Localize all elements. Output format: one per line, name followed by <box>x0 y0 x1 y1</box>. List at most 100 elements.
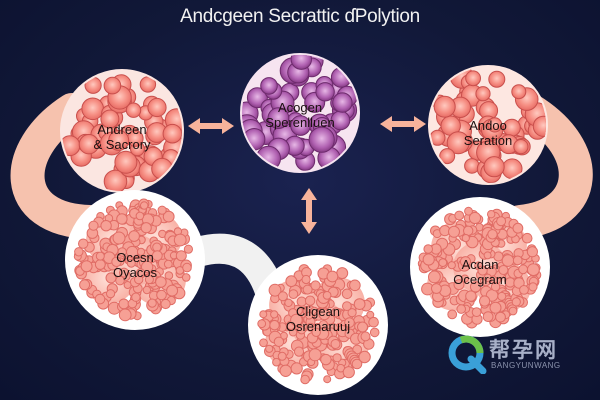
cell-shape <box>320 353 332 366</box>
cell-shape <box>78 238 89 249</box>
watermark-subtext: BANGYUNWANG <box>491 361 561 370</box>
cell-shape <box>78 134 100 155</box>
cell-shape <box>422 253 435 266</box>
cell-shape <box>94 293 106 305</box>
cell-shape <box>270 310 279 319</box>
cell-shape <box>114 150 138 174</box>
cell-shape <box>285 275 298 288</box>
cell-shape <box>126 258 136 268</box>
cell-shape <box>433 95 456 118</box>
cell-shape <box>182 262 192 273</box>
cell-shape <box>453 279 465 291</box>
cell-shape <box>357 321 368 333</box>
cell-shape <box>279 364 292 377</box>
cell-shape <box>526 246 539 258</box>
cell-shape <box>95 251 105 261</box>
cell-shape <box>460 256 471 268</box>
cell-shape <box>144 275 154 285</box>
cell-shape <box>100 109 120 129</box>
cell-shape <box>483 251 492 260</box>
cell-shape <box>475 86 491 102</box>
cell-shape <box>156 289 167 301</box>
cell-shape <box>112 231 126 245</box>
cell-shape <box>446 131 470 155</box>
cell-shape <box>488 70 506 88</box>
cell-shape <box>157 205 167 215</box>
cell-shape <box>126 130 144 147</box>
cell-shape <box>464 206 473 216</box>
cell-shape <box>512 255 523 266</box>
cell-shape <box>332 353 342 363</box>
cell-shape <box>259 310 268 319</box>
cell-shape <box>118 308 132 322</box>
connector-right <box>503 93 593 239</box>
cell-shape <box>268 283 282 297</box>
cell-shape <box>461 234 470 243</box>
cell-shape <box>358 350 371 364</box>
cell-shape <box>115 275 125 286</box>
cell-shape <box>483 156 505 178</box>
cell-shape <box>103 169 128 191</box>
cell-shape <box>428 270 441 284</box>
cell-shape <box>131 292 141 302</box>
cell-shape <box>136 268 145 278</box>
cell-shape <box>103 76 122 95</box>
cell-shape <box>288 289 299 300</box>
cell-shape <box>353 298 366 311</box>
cell-shape <box>460 274 469 283</box>
cell-shape <box>162 123 182 144</box>
cell-shape <box>311 327 321 337</box>
cell-shape <box>513 139 529 155</box>
q-logo-icon <box>448 335 487 375</box>
cell-shape <box>456 304 467 314</box>
cell-shape <box>155 276 167 288</box>
cell-shape <box>277 291 288 302</box>
cell-shape <box>277 351 287 361</box>
cell-shape <box>322 291 332 300</box>
cell-shape <box>512 222 524 234</box>
cell-shape <box>323 375 332 384</box>
cell-shape <box>447 261 456 270</box>
cell-shape <box>164 271 174 280</box>
diagram-title: Andcgeen Secrattic ɗPolytion <box>180 6 420 27</box>
cell-shape <box>267 107 290 129</box>
cell-shape <box>116 213 128 225</box>
connector-left <box>10 93 107 239</box>
cell-shape <box>489 301 502 314</box>
cell-shape <box>318 308 331 321</box>
cell-shape <box>482 311 494 323</box>
cell-shape <box>498 265 509 275</box>
cell-shape <box>502 118 521 137</box>
cell-shape <box>527 263 540 277</box>
cell-shape <box>483 273 492 282</box>
cell-shape <box>344 317 355 328</box>
cell-shape <box>140 260 154 274</box>
cell-shape <box>519 285 529 295</box>
cell-shape <box>126 245 139 259</box>
cell-shape <box>471 307 482 318</box>
cell-shape <box>468 211 482 225</box>
cell-shape <box>332 92 353 113</box>
cell-shape <box>290 55 312 70</box>
cell-shape <box>439 148 456 165</box>
cell-shape <box>342 366 355 379</box>
cell-shape <box>302 284 313 295</box>
watermark-text: 帮孕网 <box>489 337 558 362</box>
cell-shape <box>464 158 480 174</box>
cell-shape <box>181 273 191 282</box>
cell-shape <box>151 250 163 262</box>
cell-shape <box>147 97 167 118</box>
cell-shape <box>152 242 162 252</box>
cell-shape <box>117 247 127 257</box>
cell-shape <box>162 210 175 223</box>
cell-shape <box>360 331 371 342</box>
cell-shape <box>175 250 187 262</box>
cell-shape <box>318 320 329 330</box>
cell-shape <box>265 344 274 353</box>
cell-shape <box>106 289 116 299</box>
cell-shape <box>497 291 507 301</box>
cell-shape <box>260 77 278 95</box>
cell-shape <box>128 230 140 242</box>
